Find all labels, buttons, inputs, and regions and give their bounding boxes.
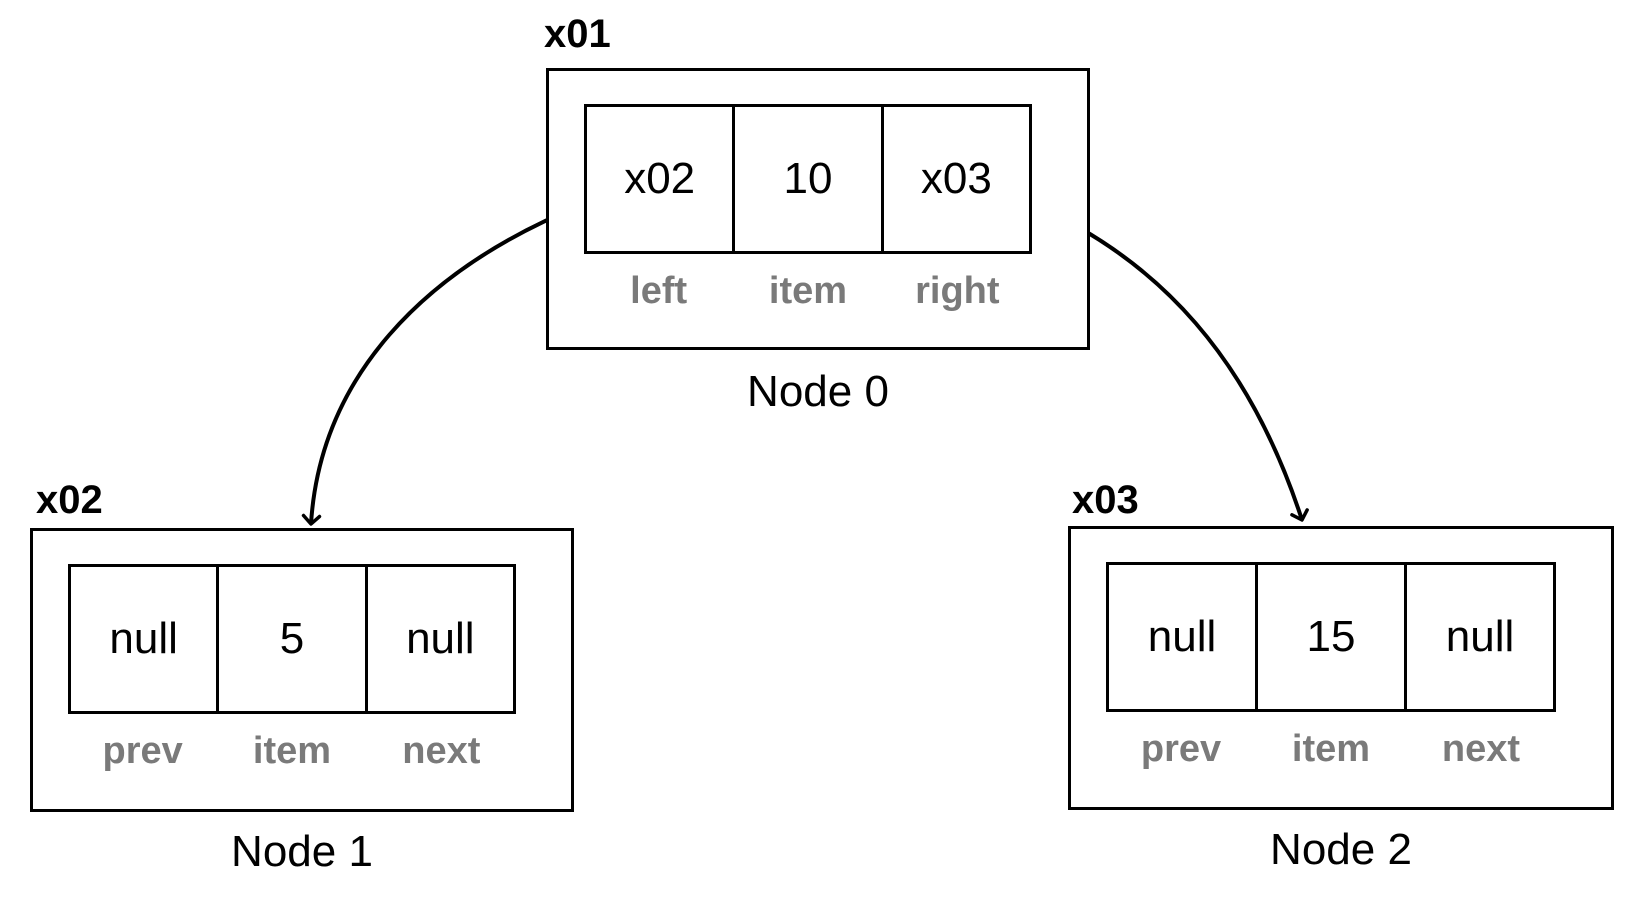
node-2-field-labels: prev item next — [1106, 730, 1556, 768]
node-1-address: x02 — [36, 478, 103, 522]
node-2-item-cell: 15 — [1255, 565, 1404, 709]
node-0-left-label: left — [630, 270, 688, 312]
node-0-left-cell: x02 — [624, 154, 696, 203]
node-2-title: Node 2 — [1270, 825, 1412, 874]
node-0-field-labels: left item right — [584, 272, 1032, 310]
node-2-next-cell: null — [1404, 565, 1553, 709]
node-0-right-cell: x03 — [880, 107, 1029, 251]
node-0-item-label: item — [768, 270, 848, 312]
node-1-next-cell: null — [364, 567, 513, 711]
node-0-right-label: right — [915, 270, 1000, 312]
node-1-item-label: item — [252, 730, 332, 772]
node-2-cells: null 15 null — [1106, 562, 1556, 712]
node-0-item-cell: 10 — [732, 107, 880, 251]
node-2-prev-cell: null — [1147, 612, 1217, 661]
node-0-address: x01 — [544, 12, 611, 56]
node-1-field-labels: prev item next — [68, 732, 516, 770]
node-2-item-label: item — [1291, 728, 1371, 770]
node-1-cells: null 5 null — [68, 564, 516, 714]
node-1-next-label: next — [402, 730, 481, 772]
node-2-next-label: next — [1441, 728, 1521, 770]
node-1-item-cell: 5 — [216, 567, 364, 711]
left-pointer-arrow — [301, 202, 585, 526]
node-1-prev-label: prev — [102, 730, 183, 772]
node-0-title: Node 0 — [747, 367, 889, 416]
node-2-prev-label: prev — [1140, 728, 1222, 770]
node-0-cells: x02 10 x03 — [584, 104, 1032, 254]
node-1-prev-cell: null — [109, 614, 178, 663]
node-1-title: Node 1 — [231, 827, 373, 876]
node-2-address: x03 — [1072, 478, 1139, 522]
